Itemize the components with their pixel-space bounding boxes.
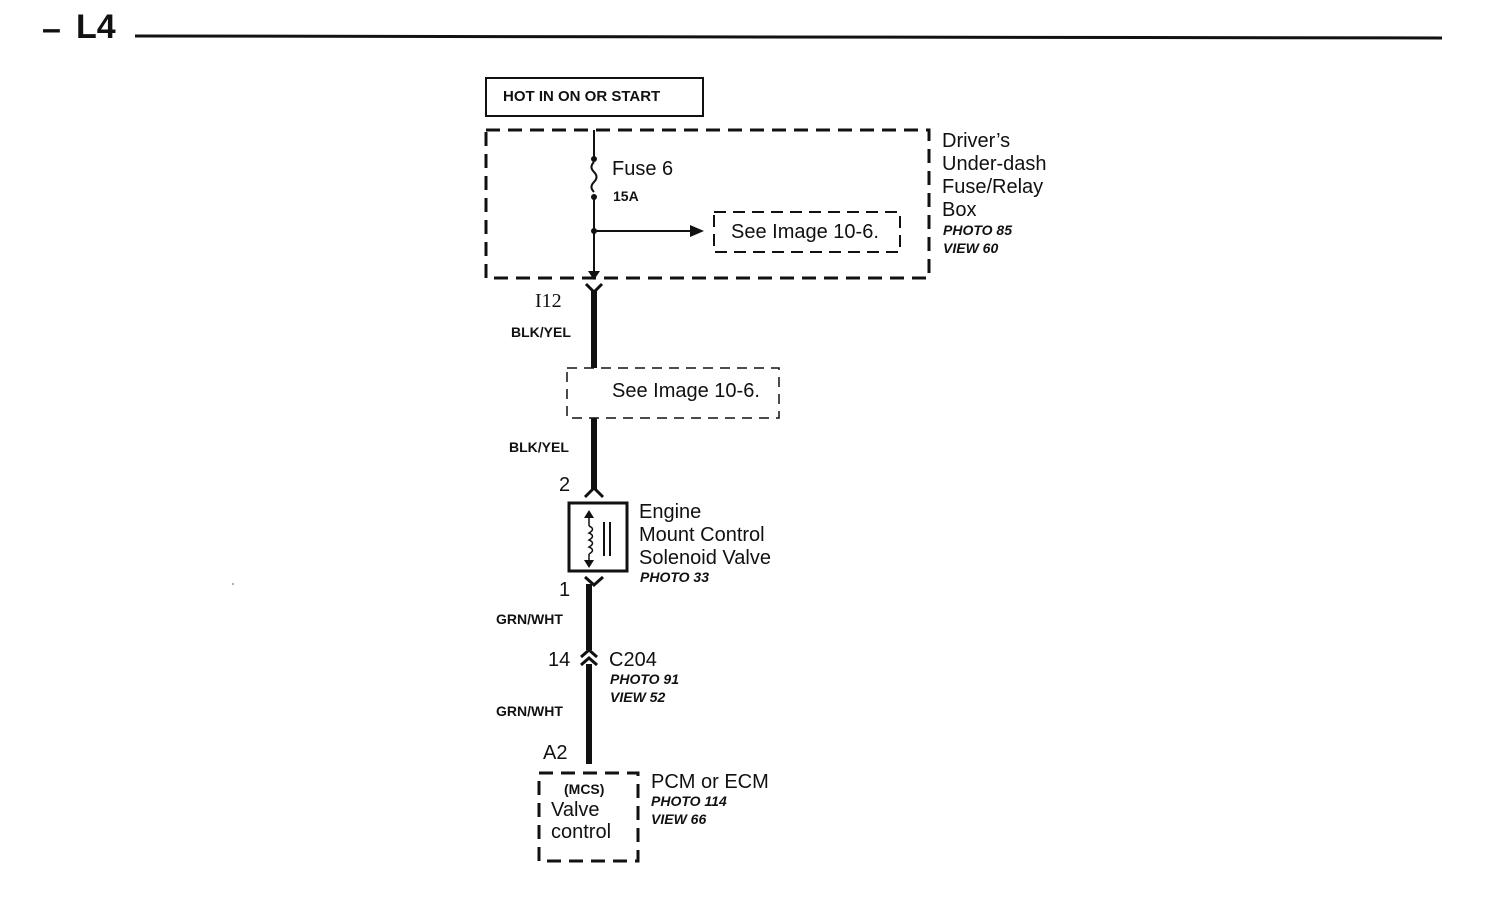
see-image-link-2[interactable]: See Image 10-6. (612, 380, 760, 402)
pcm-photo: PHOTO 114 (651, 793, 727, 809)
fuse-box-name-1: Driver’s (942, 130, 1011, 152)
header-rule (134, 34, 1443, 40)
wire4-color-label: GRN/WHT (496, 703, 563, 719)
c204-view: VIEW 52 (610, 689, 666, 705)
connector-c204-female-icon (580, 648, 598, 659)
solenoid-photo: PHOTO 33 (640, 569, 709, 585)
connector-i12-arrow-icon (588, 271, 600, 280)
pcm-box-outline (537, 771, 640, 863)
wire2-color-label: BLK/YEL (509, 439, 569, 455)
wire3-color-label: GRN/WHT (496, 611, 563, 627)
pcm-inner-1: (MCS) (564, 781, 605, 797)
fuse-box-name-4: Box (942, 199, 977, 221)
see-image-link-1[interactable]: See Image 10-6. (731, 221, 879, 243)
connector-pin2-icon (583, 485, 605, 499)
solenoid-coil-icon (587, 525, 594, 555)
solenoid-name-2: Mount Control (639, 524, 765, 546)
wire1-color-label: BLK/YEL (511, 324, 571, 340)
power-label: HOT IN ON OR START (503, 88, 661, 105)
connector-pin1-icon (584, 575, 604, 588)
solenoid-arrow-down-icon (584, 560, 594, 568)
fuse-box-view: VIEW 60 (943, 240, 999, 256)
connector-i12-label: I12 (535, 290, 562, 312)
pcm-inner-2: Valve (551, 799, 600, 821)
pcm-inner-3: control (551, 821, 612, 843)
solenoid-name-3: Solenoid Valve (639, 547, 771, 569)
solenoid-name-1: Engine (639, 501, 702, 523)
fuse-box-outline (484, 128, 931, 280)
c204-photo: PHOTO 91 (610, 671, 679, 687)
pcm-pin: A2 (543, 742, 568, 764)
fuse-box-name-2: Under-dash (942, 153, 1047, 175)
connector-c204-male-icon (580, 656, 598, 667)
solenoid-body (567, 501, 629, 573)
header-dash: – (42, 10, 61, 48)
fuse-box-photo: PHOTO 85 (943, 222, 1012, 238)
pcm-view: VIEW 66 (651, 811, 707, 827)
branch-arrow-icon (690, 225, 704, 237)
fuse-name: Fuse 6 (612, 158, 674, 180)
c204-pin: 14 (548, 649, 571, 671)
power-label-box (485, 77, 704, 117)
see-image-box-2 (566, 367, 780, 419)
solenoid-arrow-up-icon (584, 510, 594, 518)
fuse-rating: 15A (613, 188, 639, 204)
pcm-name: PCM or ECM (651, 771, 769, 793)
page-id: L4 (76, 8, 116, 46)
stray-mark (232, 583, 234, 585)
solenoid-pin-bottom: 1 (559, 579, 571, 601)
fuse-terminal-top (591, 156, 597, 162)
fuse-icon (590, 161, 598, 193)
c204-name: C204 (609, 649, 657, 671)
fuse-box-name-3: Fuse/Relay (942, 176, 1044, 198)
solenoid-pin-top: 2 (559, 474, 571, 496)
